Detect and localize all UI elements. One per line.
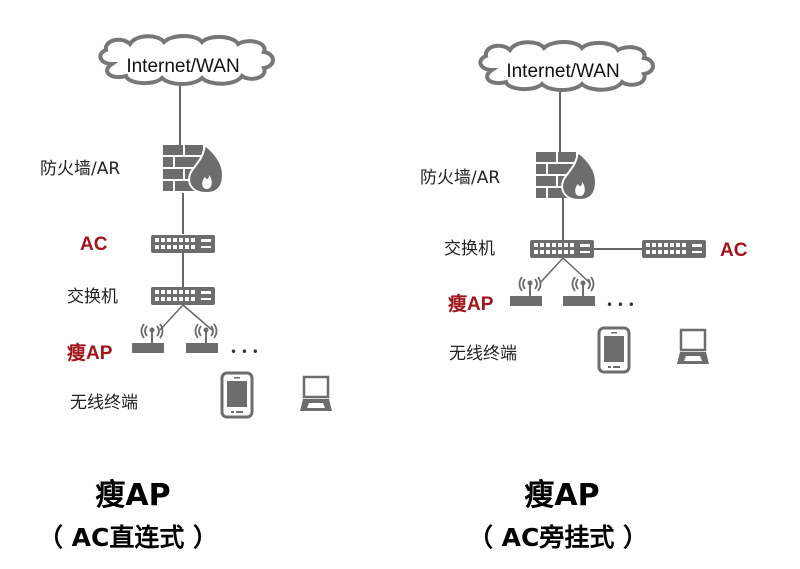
- laptop-icon: [675, 328, 711, 366]
- ellipsis: • • •: [606, 298, 635, 312]
- caption-title: 瘦AP: [95, 478, 170, 513]
- caption-subtitle: （ AC直连式 ）: [38, 523, 218, 552]
- left-diagram: Internet/WAN 防火墙/AR AC 交换机 瘦AP • • • 无线终…: [38, 34, 334, 552]
- laptop-icon: [298, 375, 334, 413]
- caption-subtitle: （ AC旁挂式 ）: [468, 523, 648, 552]
- access-point-icon: [185, 323, 219, 354]
- firewall-icon: [535, 151, 597, 201]
- phone-icon: [220, 371, 254, 419]
- link-switch-ap2: [182, 304, 213, 331]
- terminal-label: 无线终端: [449, 344, 517, 364]
- cloud-label: Internet/WAN: [126, 56, 239, 77]
- switch-icon: [151, 287, 215, 305]
- switch-label: 交换机: [444, 239, 495, 259]
- terminal-label: 无线终端: [70, 393, 138, 413]
- firewall-label: 防火墙/AR: [40, 159, 120, 179]
- firewall-label: 防火墙/AR: [420, 168, 500, 188]
- phone-icon: [597, 326, 631, 374]
- link-switch-ap1: [159, 304, 184, 331]
- switch-icon: [151, 235, 215, 253]
- access-point-icon: [562, 276, 596, 307]
- access-point-icon: [509, 276, 543, 307]
- switch-label: 交换机: [67, 287, 118, 307]
- link-switch-ap1: [539, 257, 564, 284]
- switch-icon: [642, 240, 706, 258]
- right-diagram: Internet/WAN 防火墙/AR 交换机 AC 瘦AP • • • 无线终…: [420, 40, 748, 552]
- caption-title: 瘦AP: [524, 478, 599, 513]
- ap-label: 瘦AP: [67, 341, 113, 364]
- cloud-label: Internet/WAN: [506, 61, 619, 82]
- firewall-icon: [162, 144, 224, 194]
- link-switch-ap2: [562, 257, 591, 284]
- access-point-icon: [131, 323, 165, 354]
- ac-label: AC: [80, 234, 108, 255]
- ap-label: 瘦AP: [448, 292, 494, 315]
- ac-label: AC: [720, 240, 748, 261]
- ellipsis: • • •: [230, 345, 259, 359]
- switch-icon: [530, 240, 594, 258]
